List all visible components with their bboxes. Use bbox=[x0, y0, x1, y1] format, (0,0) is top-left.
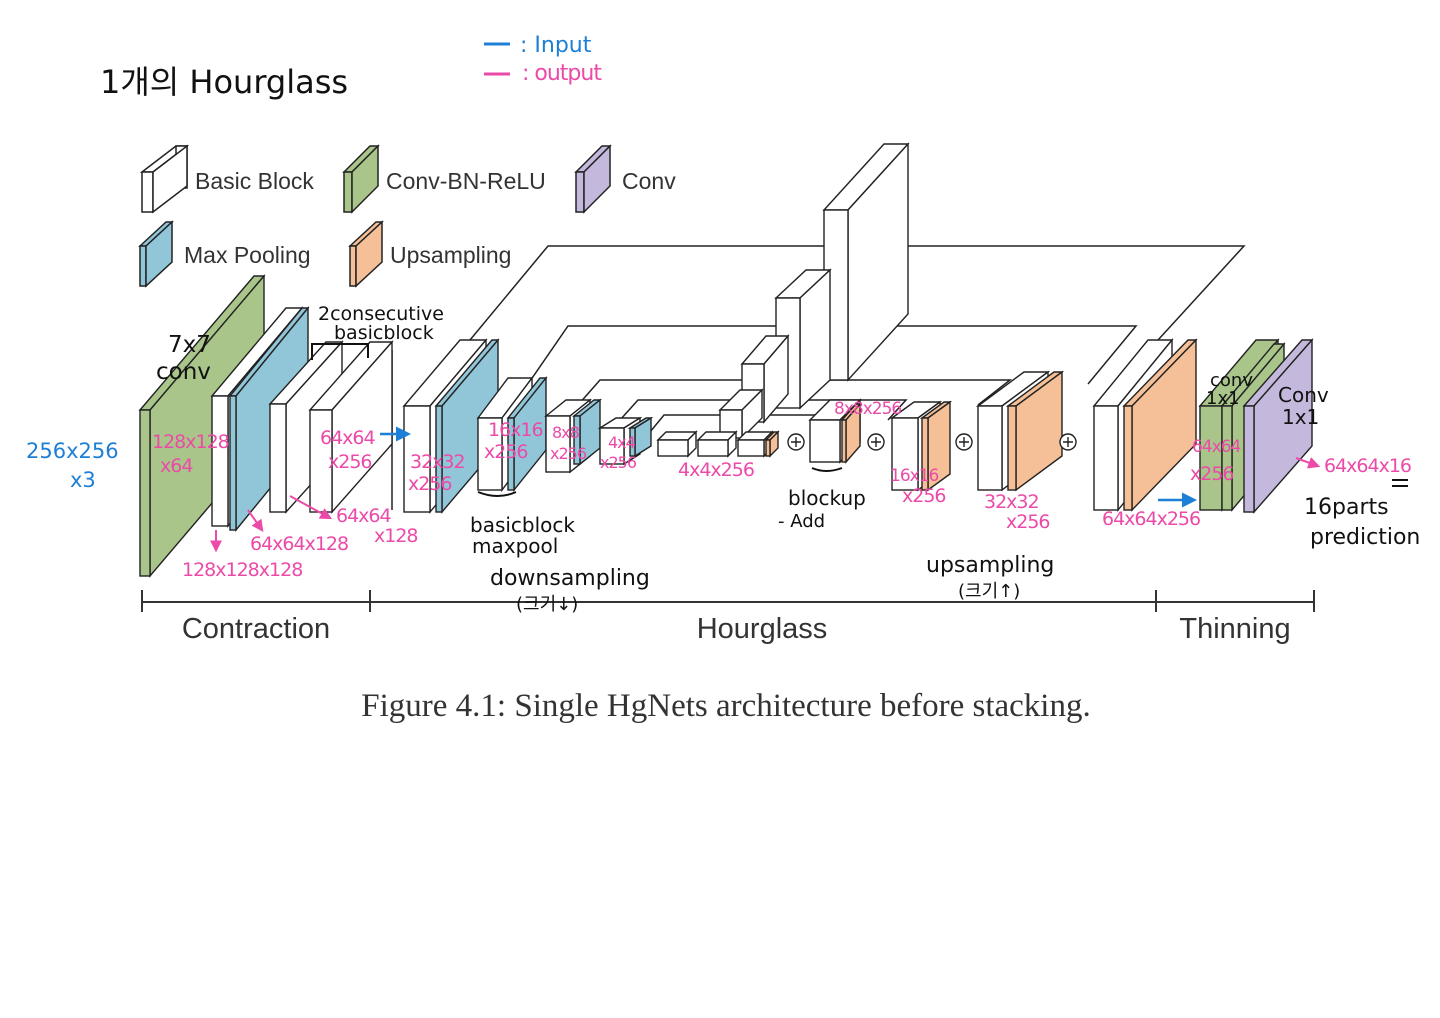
tower-block-1 bbox=[822, 142, 910, 382]
d4-maxpool-block bbox=[627, 416, 654, 458]
c3-size-line1: 64x64 bbox=[320, 427, 376, 449]
legend-max-pooling: Max Pooling bbox=[184, 242, 311, 268]
c1-out: 128x128x128 bbox=[182, 559, 302, 581]
bottom-size: 4x4x256 bbox=[678, 459, 754, 481]
two-basic-bracket bbox=[311, 343, 369, 360]
conv7-label-line1: 7x7 bbox=[168, 332, 211, 358]
d1-size-line2: x256 bbox=[408, 473, 452, 495]
u1-upsample bbox=[840, 402, 862, 464]
annotations: 256x256 x3 7x7 conv 2consecutive basicbl… bbox=[26, 303, 1420, 615]
input-size-line1: 256x256 bbox=[26, 439, 119, 463]
d3-size-line2: x256 bbox=[550, 444, 587, 463]
d3-size-line1: 8x8 bbox=[552, 423, 580, 442]
c3-out-line1: 64x64 bbox=[336, 505, 392, 527]
network-blocks bbox=[138, 274, 1314, 578]
input-size-line2: x3 bbox=[70, 468, 96, 492]
c2-out: 64x64x128 bbox=[250, 533, 348, 555]
legend-conv: Conv bbox=[622, 168, 676, 194]
bb-maxpool-line1: basicblock bbox=[470, 513, 575, 537]
upsampling-line2: (크기↑) bbox=[958, 581, 1020, 602]
downsampling-line2: (크기↓) bbox=[516, 594, 578, 615]
c3-out-line2: x128 bbox=[374, 525, 418, 547]
legend-conv-bn-relu: Conv-BN-ReLU bbox=[386, 168, 546, 194]
d4-size-line2: x256 bbox=[600, 453, 637, 472]
legend-basic-block: Basic Block bbox=[195, 168, 314, 194]
parts-line1: 16parts bbox=[1304, 495, 1389, 520]
add-circle-4 bbox=[1059, 433, 1077, 451]
legend: Basic Block Conv-BN-ReLU Conv Max Poolin… bbox=[138, 144, 676, 288]
c3-basic-block bbox=[308, 340, 394, 514]
d1-size-line1: 32x32 bbox=[410, 451, 465, 473]
section-ruler bbox=[141, 590, 1315, 612]
c1-size-line1: 128x128 bbox=[152, 431, 229, 453]
conv-bn-relu-icon bbox=[343, 171, 353, 213]
d2-size-line2: x256 bbox=[484, 441, 528, 463]
blockup-line2: - Add bbox=[778, 511, 825, 532]
bottom-block-2 bbox=[696, 430, 738, 458]
tower-block-4 bbox=[718, 388, 764, 440]
section-hourglass: Hourglass bbox=[697, 613, 828, 645]
conv1b-line2: 1x1 bbox=[1282, 405, 1319, 429]
residual-tower bbox=[718, 142, 910, 440]
d2-size-line1: 16x16 bbox=[488, 419, 543, 441]
add-circle-2 bbox=[867, 433, 885, 451]
two-basic-line1: 2consecutive bbox=[318, 303, 444, 325]
downsampling-line1: downsampling bbox=[490, 566, 650, 591]
conv1b-line1: Conv bbox=[1278, 383, 1329, 407]
add-operations bbox=[787, 433, 1077, 451]
conv-icon bbox=[575, 171, 585, 213]
u2-size-line1: 16x16 bbox=[890, 466, 939, 486]
legend-upsampling: Upsampling bbox=[390, 242, 511, 268]
parts-line2: prediction bbox=[1310, 525, 1420, 550]
thin-size-line1: 64x64 bbox=[1192, 437, 1241, 457]
two-basic-line2: basicblock bbox=[334, 322, 434, 344]
page-title: 1개의 Hourglass bbox=[100, 63, 348, 101]
thin-size-line2: x256 bbox=[1190, 463, 1234, 485]
c3-size-line2: x256 bbox=[328, 451, 372, 473]
u2-upsample bbox=[919, 400, 953, 492]
c1-size-line2: x64 bbox=[160, 455, 193, 477]
bottom-block-1 bbox=[656, 430, 698, 458]
bb-maxpool-line2: maxpool bbox=[472, 534, 558, 558]
conv7-label-line2: conv bbox=[156, 359, 211, 385]
basic-block-icon bbox=[141, 171, 154, 213]
blockup-line1: blockup bbox=[788, 486, 866, 510]
u3-upsample bbox=[1005, 370, 1065, 492]
u4-size: 64x64x256 bbox=[1102, 508, 1200, 530]
thin-conv bbox=[1242, 338, 1314, 514]
bottom-upsample bbox=[764, 430, 780, 458]
figure-caption: Figure 4.1: Single HgNets architecture b… bbox=[361, 688, 1090, 724]
d2-maxpool-block bbox=[506, 376, 548, 492]
upsampling-icon bbox=[349, 245, 357, 287]
u2-size-line2: x256 bbox=[902, 485, 946, 507]
section-thinning: Thinning bbox=[1179, 613, 1290, 645]
final-out: 64x64x16 bbox=[1324, 455, 1411, 477]
conv1a-line1: conv bbox=[1210, 370, 1253, 391]
d3-maxpool-block bbox=[572, 398, 602, 466]
u3-size-line1: 32x32 bbox=[984, 491, 1039, 513]
u1-top-size: 8x8x256 bbox=[834, 399, 901, 419]
max-pooling-icon bbox=[139, 245, 147, 287]
section-contraction: Contraction bbox=[182, 613, 330, 645]
input-legend-label: : Input bbox=[520, 33, 592, 58]
u4-upsample bbox=[1122, 338, 1198, 512]
d4-size-line1: 4x4 bbox=[608, 433, 636, 452]
u3-size-line2: x256 bbox=[1006, 511, 1050, 533]
upsampling-line1: upsampling bbox=[926, 553, 1054, 578]
conv1a-line2: 1x1 bbox=[1206, 388, 1240, 409]
add-circle-3 bbox=[955, 433, 973, 451]
output-legend-label: : output bbox=[522, 61, 602, 86]
d1-maxpool-block bbox=[434, 338, 500, 514]
add-circle-1 bbox=[787, 433, 805, 451]
